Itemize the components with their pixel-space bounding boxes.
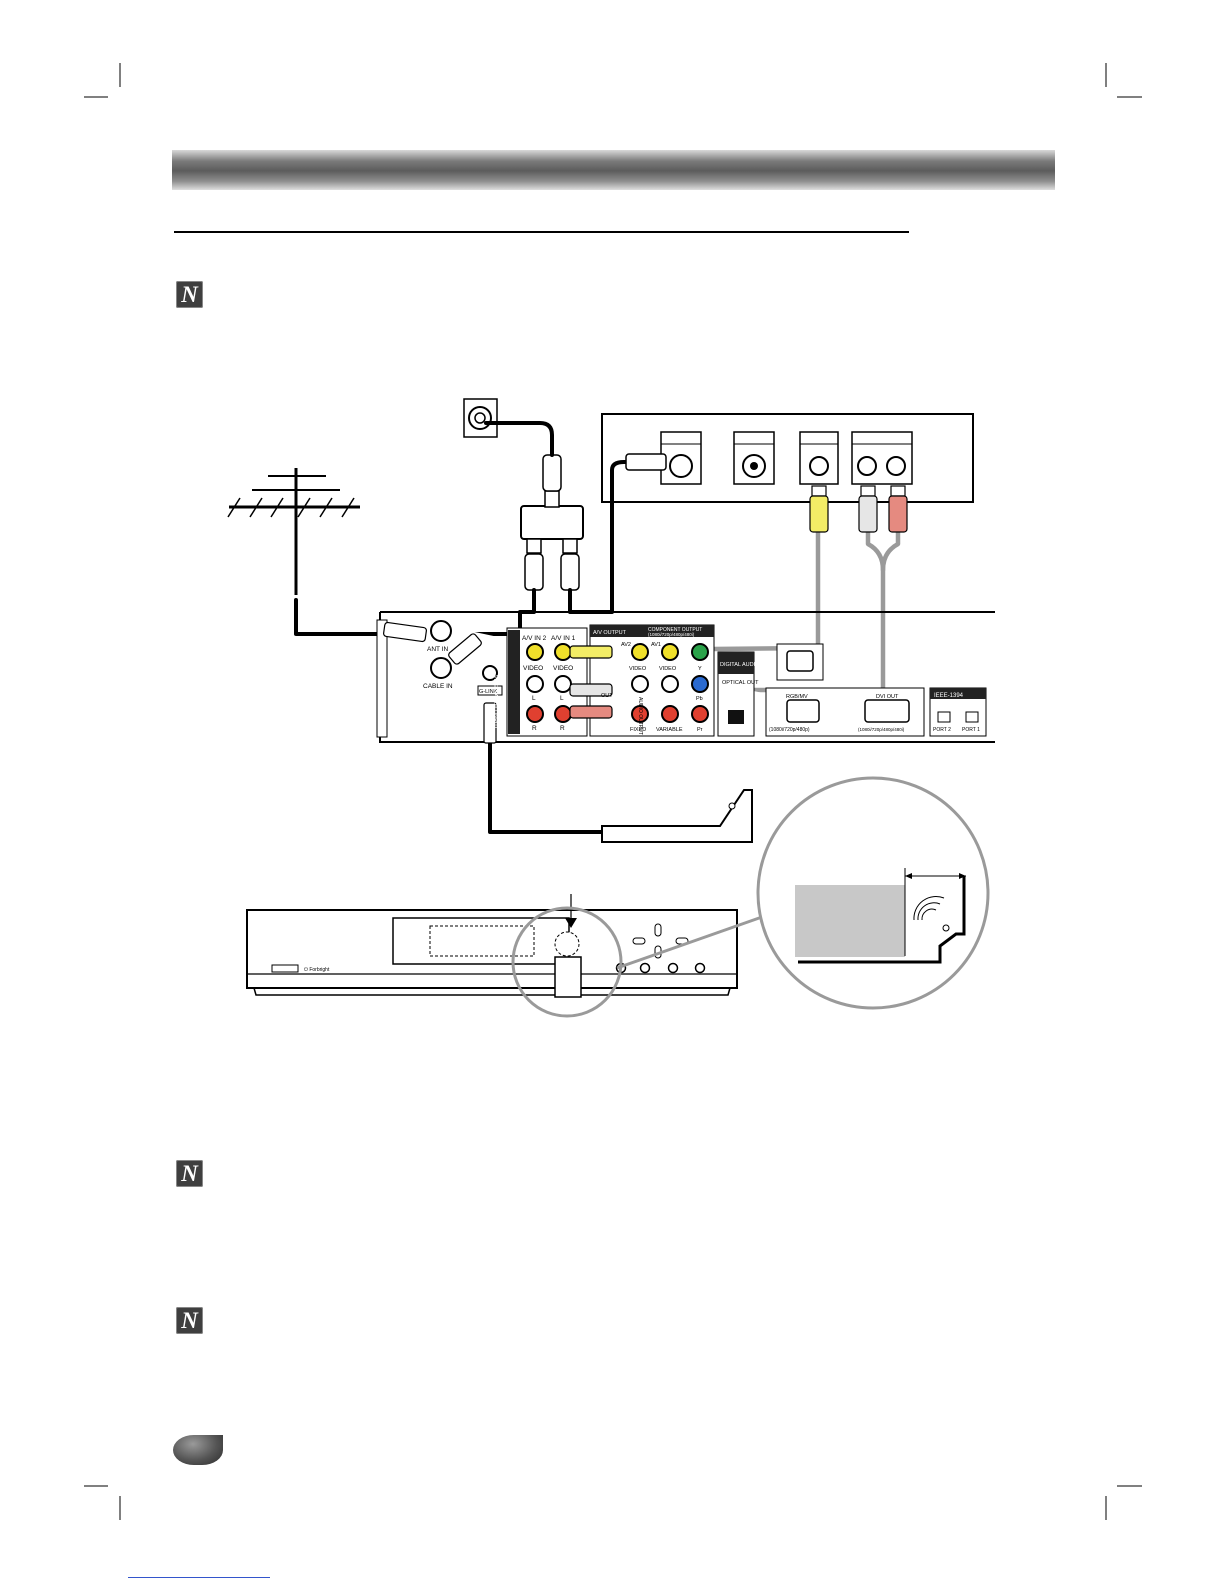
coax-plug	[625, 453, 667, 471]
rca-jacks	[526, 643, 709, 723]
label-video-in-2: VIDEO	[523, 665, 543, 672]
label-optical-out: OPTICAL OUT	[722, 680, 759, 686]
av-plugs	[809, 485, 908, 533]
recorder-front: ⏻ Forbright	[246, 894, 738, 1018]
label-video-audio-input: VIDEO/AUDIO INPUT	[492, 675, 498, 730]
header-bar	[172, 150, 1055, 190]
label-ant-in: ANT IN	[427, 646, 448, 653]
label-fixed: FIXED	[630, 727, 646, 733]
label-port-2: PORT 2	[933, 727, 951, 733]
port-labels: ANT IN CABLE IN G-LINK VIDEO/AUDIO INPUT…	[423, 627, 980, 735]
ir-emitter	[601, 789, 753, 843]
label-y: Y	[698, 666, 702, 672]
magnifier-detail	[616, 776, 990, 1010]
label-video-out-1: VIDEO	[659, 666, 677, 672]
label-rgb-res: (1080i/720p/480p)	[769, 727, 810, 733]
note-icon: N	[176, 1160, 203, 1187]
label-av-in-1: A/V IN 1	[551, 635, 576, 642]
label-digital-audio: DIGITAL AUDIO	[720, 662, 760, 668]
section-rule	[174, 231, 909, 233]
label-component-res: (1080i/720p/480p/480i)	[648, 632, 695, 637]
label-video-out-2: VIDEO	[629, 666, 647, 672]
svg-text:⏻ Forbright: ⏻ Forbright	[304, 967, 330, 973]
label-l-in-2: L	[532, 695, 536, 702]
label-ieee-1394: IEEE-1394	[934, 693, 964, 699]
antenna	[227, 468, 360, 595]
footer-link[interactable]	[128, 1577, 270, 1578]
label-l-in-1: L	[560, 695, 564, 702]
label-av1-out: AV1	[651, 642, 661, 648]
label-video-in-1: VIDEO	[553, 665, 573, 672]
recorder-plugs	[383, 621, 613, 744]
label-variable: VARIABLE	[656, 727, 683, 733]
note-icon: N	[176, 1307, 203, 1334]
note-icon: N	[176, 281, 203, 308]
label-pb: Pb	[696, 696, 703, 702]
label-r-in-1: R	[560, 725, 565, 732]
label-pr: Pr	[697, 727, 703, 733]
label-out: OUT	[601, 693, 613, 699]
label-rgb-mv: RGB/MV	[786, 694, 808, 700]
label-av-output: A/V OUTPUT	[593, 630, 627, 636]
label-audio-output: AUDIO OUTPUT	[637, 697, 643, 735]
label-cable-in: CABLE IN	[423, 683, 453, 690]
label-dvi-res: (1080i/720p/480p/480i)	[858, 727, 905, 732]
label-g-link: G-LINK	[479, 689, 498, 695]
label-av-in-2: A/V IN 2	[522, 635, 547, 642]
label-dvi-out: DVI OUT	[876, 694, 899, 700]
label-r-in-2: R	[532, 725, 537, 732]
wall-outlet	[463, 398, 498, 438]
label-component-output: COMPONENT OUTPUT	[648, 627, 702, 633]
splitter	[520, 454, 584, 591]
label-av2-out: AV2	[621, 642, 631, 648]
page-number-tab	[173, 1435, 223, 1465]
label-port-1: PORT 1	[962, 727, 980, 733]
